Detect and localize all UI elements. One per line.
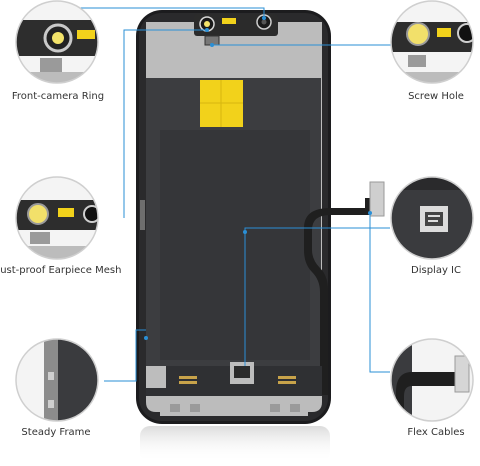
- zoom-steady-frame: [15, 338, 99, 422]
- label-flex-cables: Flex Cables: [407, 427, 465, 438]
- flex-cable: [304, 186, 383, 395]
- label-display-ic: Display IC: [411, 265, 461, 276]
- zoom-display-ic: [390, 176, 474, 260]
- label-front-camera-ring: Front-camera Ring: [11, 91, 105, 102]
- zoom-flex-cables: [390, 338, 474, 422]
- callout-dots: [144, 16, 372, 340]
- zoom-screw-hole: [390, 0, 474, 84]
- zoom-front-camera-ring: [15, 0, 99, 84]
- label-dust-proof-mesh: Dust-proof Earpiece Mesh: [0, 265, 122, 276]
- label-screw-hole: Screw Hole: [408, 91, 464, 102]
- zoom-dust-proof-mesh: [15, 176, 99, 260]
- label-steady-frame: Steady Frame: [21, 427, 91, 438]
- screen-assembly: [136, 10, 385, 462]
